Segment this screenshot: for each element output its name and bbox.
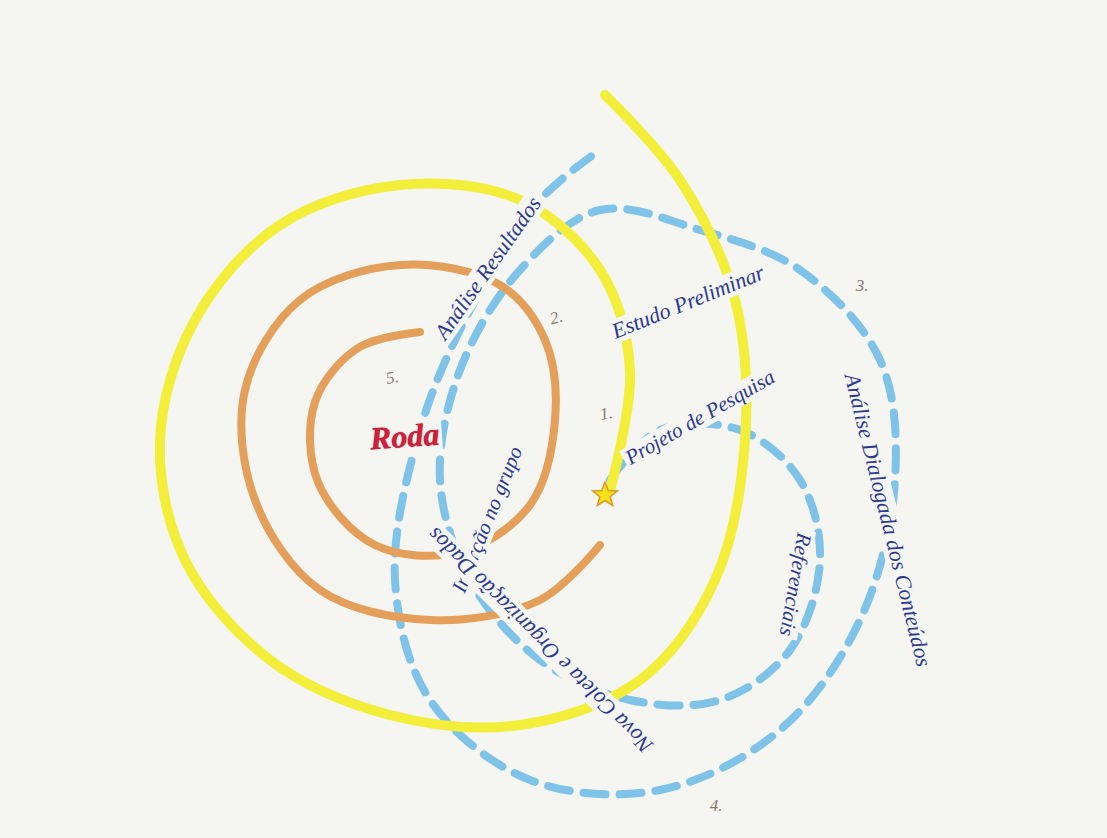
- yellow-spiral: [160, 95, 747, 727]
- start-star: [593, 482, 618, 506]
- step-label: Referenciais: [774, 529, 816, 642]
- step-label: Projeto de Pesquisa: [619, 364, 782, 471]
- step-number: 4.: [707, 797, 726, 816]
- orange-spiral: [241, 265, 600, 621]
- blue-dashed-spiral: [395, 150, 896, 794]
- step-number: 1.: [595, 403, 617, 425]
- step-number: 5.: [381, 367, 403, 389]
- step-number: 2.: [545, 307, 568, 330]
- step-number: 3.: [853, 277, 872, 296]
- center-title: Roda: [366, 417, 444, 457]
